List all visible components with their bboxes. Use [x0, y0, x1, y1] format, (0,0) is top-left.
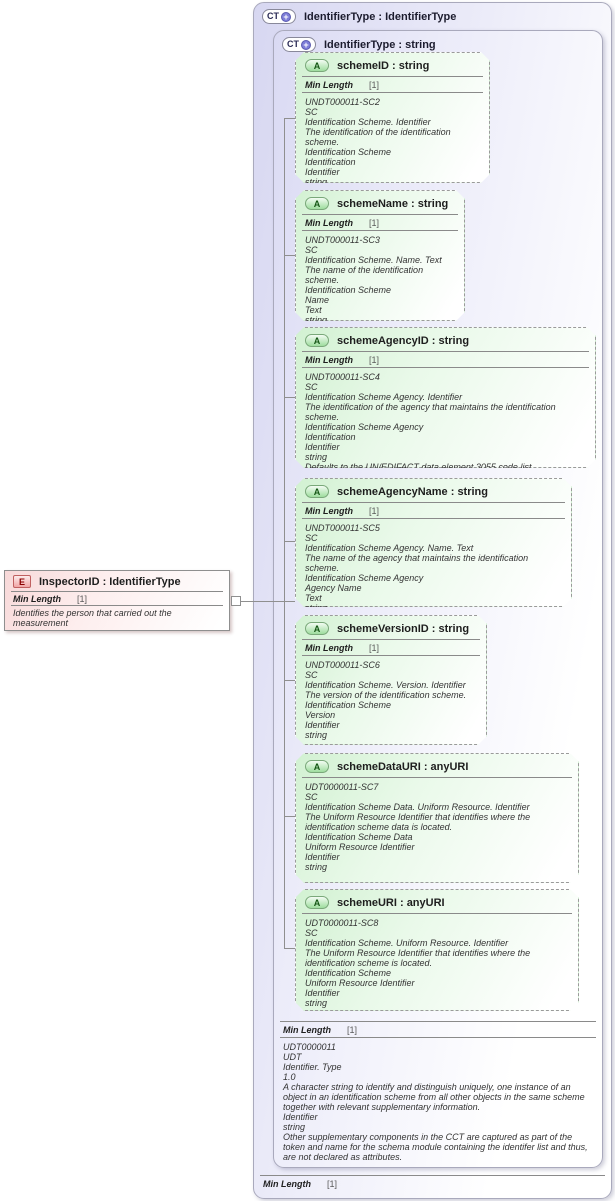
attribute-title: schemeDataURI : anyURI [337, 760, 469, 773]
attribute-title: schemeVersionID : string [337, 622, 470, 635]
attribute-badge: A [305, 197, 329, 210]
complextype-badge-label: CT [287, 39, 299, 49]
facet-value: [1] [327, 1179, 338, 1189]
attribute-annotation: UDT0000011-SC7 SC Identification Scheme … [305, 782, 531, 872]
attribute-badge: A [305, 622, 329, 635]
attribute-badge: A [305, 760, 329, 773]
stub-schemedatauri [284, 816, 295, 817]
element-annotation: Identifies the person that carried out t… [13, 608, 172, 628]
outer-facet-section: Min Length [1] [254, 1175, 611, 1191]
facet-value: [1] [369, 506, 380, 516]
stub-schemeagencyname [284, 541, 295, 542]
attribute-box-schemeagencyname[interactable]: A schemeAgencyName : string Min Length [… [295, 478, 572, 607]
complextype-title: IdentifierType : IdentifierType [304, 10, 457, 23]
attribute-badge: A [305, 485, 329, 498]
complextype-badge: CT+ [262, 9, 296, 24]
facet-value: [1] [369, 218, 380, 228]
attribute-badge: A [305, 896, 329, 909]
element-badge: E [13, 575, 31, 588]
facet-value: [1] [77, 594, 88, 604]
facet-value: [1] [369, 643, 380, 653]
attribute-annotation: UNDT000011-SC2 SC Identification Scheme.… [305, 97, 451, 187]
attribute-badge: A [305, 59, 329, 72]
complextype-header: CT+ IdentifierType : string [274, 31, 602, 56]
facet-name: Min Length [283, 1025, 331, 1035]
expand-icon[interactable]: + [301, 39, 311, 50]
attribute-trunk-line [284, 118, 285, 949]
attribute-title: schemeName : string [337, 197, 449, 210]
facet-name: Min Length [305, 218, 353, 228]
facet-name: Min Length [263, 1179, 311, 1189]
attribute-annotation: UNDT000011-SC6 SC Identification Scheme.… [305, 660, 467, 740]
attribute-annotation: UNDT000011-SC3 SC Identification Scheme.… [305, 235, 442, 325]
element-box-inspectorid[interactable]: E InspectorID : IdentifierType Min Lengt… [4, 570, 230, 631]
stub-schemeversionid [284, 680, 295, 681]
attribute-annotation: UNDT000011-SC4 SC Identification Scheme … [305, 372, 556, 472]
facet-name: Min Length [305, 80, 353, 90]
complextype-badge-label: CT [267, 11, 279, 21]
stub-schemeagencyid [284, 397, 295, 398]
attribute-annotation: UDT0000011-SC8 SC Identification Scheme.… [305, 918, 531, 1008]
facet-name: Min Length [305, 643, 353, 653]
facet-value: [1] [369, 355, 380, 365]
attribute-title: schemeAgencyID : string [337, 334, 470, 347]
type-annotation: UDT0000011 UDT Identifier. Type 1.0 A ch… [283, 1042, 588, 1162]
attribute-title: schemeAgencyName : string [337, 485, 488, 498]
attribute-annotation: UNDT000011-SC5 SC Identification Scheme … [305, 523, 529, 603]
facet-name: Min Length [305, 355, 353, 365]
attribute-title: schemeURI : anyURI [337, 896, 445, 909]
attribute-badge: A [305, 334, 329, 347]
complextype-header: CT+ IdentifierType : IdentifierType [254, 3, 611, 28]
complextype-title: IdentifierType : string [324, 38, 436, 51]
facet-name: Min Length [305, 506, 353, 516]
connector-handle [231, 596, 241, 606]
element-title: InspectorID : IdentifierType [39, 575, 181, 588]
complextype-badge: CT+ [282, 37, 316, 52]
facet-value: [1] [347, 1025, 358, 1035]
attribute-box-schemeagencyid[interactable]: A schemeAgencyID : string Min Length [1]… [295, 327, 596, 468]
attribute-box-schemedatauri[interactable]: A schemeDataURI : anyURI UDT0000011-SC7 … [295, 753, 579, 883]
expand-icon[interactable]: + [281, 11, 291, 22]
stub-schemename [284, 255, 295, 256]
facet-name: Min Length [13, 594, 61, 604]
attribute-title: schemeID : string [337, 59, 430, 72]
attribute-box-schemename[interactable]: A schemeName : string Min Length [1] UND… [295, 190, 465, 321]
inner-facet-section: Min Length [1] UDT0000011 UDT Identifier… [274, 1021, 602, 1166]
element-connector-line [241, 601, 295, 602]
stub-schemeuri [284, 948, 295, 949]
stub-schemeid [284, 118, 295, 119]
facet-value: [1] [369, 80, 380, 90]
attribute-box-schemeuri[interactable]: A schemeURI : anyURI UDT0000011-SC8 SC I… [295, 889, 579, 1011]
attribute-box-schemeversionid[interactable]: A schemeVersionID : string Min Length [1… [295, 615, 487, 745]
attribute-box-schemeid[interactable]: A schemeID : string Min Length [1] UNDT0… [295, 52, 490, 183]
